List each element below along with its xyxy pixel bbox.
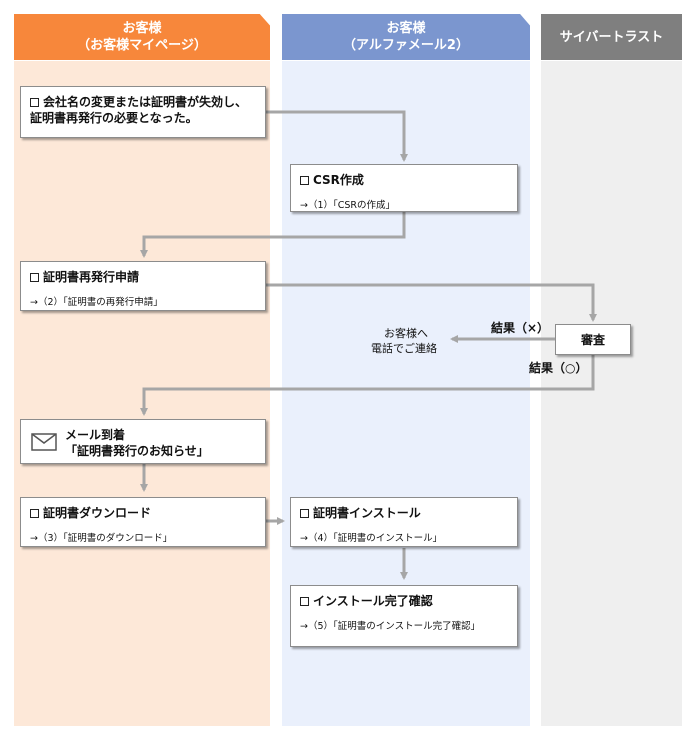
step-title: CSR作成 [313,173,364,187]
checkbox-icon [30,98,39,107]
arrow-reissue-to-review [266,283,597,322]
step-install: 証明書インストール →（4）「証明書のインストール」 [290,497,518,547]
step-title: 審査 [580,332,605,347]
contact-label-line1: お客様へ [384,327,428,340]
result-ok-label: 結果（○） [529,361,588,375]
step-ref: →（3）「証明書のダウンロード」 [30,533,173,544]
lane-header-title: お客様 [386,21,426,36]
lane-cybertrust [541,61,682,726]
arrow-csr-to-reissue [140,212,406,258]
step-title-cont: 「証明書発行のお知らせ」 [65,444,209,458]
lane-header-customer-alphamail: お客様 （アルファメール2） [282,14,530,60]
lane-customer-mypage [14,61,270,726]
step-title: 証明書再発行申請 [43,270,140,284]
step-ref: →（1）「CSRの作成」 [300,200,396,211]
step-reissue: 証明書再発行申請 →（2）「証明書の再発行申請」 [20,261,266,311]
step-title: インストール完了確認 [313,594,433,608]
lane-header-customer-mypage: お客様 （お客様マイページ） [14,14,270,60]
step-trigger: 会社名の変更または証明書が失効し、 証明書再発行の必要となった。 [20,86,266,138]
step-title: 会社名の変更または証明書が失効し、 [43,95,248,109]
lane-header-subtitle: （お客様マイページ） [77,38,207,53]
lane-header-cybertrust: サイバートラスト [541,14,682,60]
result-ng-label: 結果（×） [491,321,550,335]
checkbox-icon [300,176,309,185]
lane-header-subtitle: （アルファメール2） [343,38,469,53]
step-title: 証明書ダウンロード [43,506,152,520]
step-mail: メール到着 「証明書発行のお知らせ」 [20,419,266,464]
contact-label-line2: 電話でご連絡 [371,342,437,355]
checkbox-icon [300,509,309,518]
step-review: 審査 [555,324,631,355]
step-ref: →（5）「証明書のインストール完了確認」 [300,621,481,632]
arrow-trigger-to-csr [266,110,408,162]
step-title-cont: 証明書再発行の必要となった。 [30,111,198,125]
checkbox-icon [30,273,39,282]
step-ref: →（4）「証明書のインストール」 [300,533,443,544]
checkbox-icon [300,597,309,606]
step-confirm: インストール完了確認 →（5）「証明書のインストール完了確認」 [290,585,518,647]
step-title: 証明書インストール [313,506,421,520]
checkbox-icon [30,509,39,518]
step-title: メール到着 [65,428,126,442]
step-ref: →（2）「証明書の再発行申請」 [30,297,163,308]
lane-header-title: サイバートラスト [559,29,664,45]
lane-header-title: お客様 [122,21,162,36]
step-csr: CSR作成 →（1）「CSRの作成」 [290,164,518,212]
mail-icon [31,433,57,451]
step-download: 証明書ダウンロード →（3）「証明書のダウンロード」 [20,497,266,547]
arrow-review-ok-to-mail [140,355,595,416]
